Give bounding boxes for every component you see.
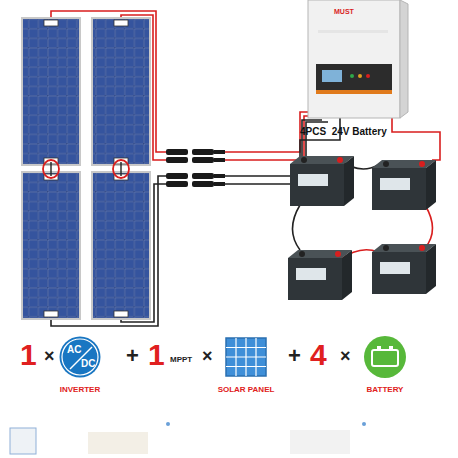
plus-sign: + bbox=[288, 345, 301, 367]
inverter bbox=[308, 0, 408, 118]
plus-sign: + bbox=[126, 345, 139, 367]
icon-text: DC bbox=[81, 359, 95, 369]
count-number: 1 bbox=[20, 340, 37, 370]
times-sign: × bbox=[202, 347, 213, 365]
battery-note: 4PCS 24V Battery bbox=[300, 127, 387, 137]
item-caption: INVERTER bbox=[60, 386, 100, 394]
item-caption: SOLAR PANEL bbox=[218, 386, 275, 394]
mppt-tag: MPPT bbox=[170, 356, 192, 364]
inverter-icon: ACDC bbox=[59, 336, 101, 378]
times-sign: × bbox=[44, 347, 55, 365]
mc4-connectors bbox=[166, 149, 225, 187]
item-caption: BATTERY bbox=[367, 386, 404, 394]
thumbnail-strip bbox=[10, 422, 366, 454]
icon-text: AC bbox=[67, 345, 81, 355]
icon-circle bbox=[59, 336, 101, 378]
count-number: 1 bbox=[148, 340, 165, 370]
count-number: 4 bbox=[310, 340, 327, 370]
brand-name: MUST bbox=[334, 8, 354, 15]
solar-panels bbox=[22, 18, 150, 319]
batteries bbox=[288, 156, 436, 300]
battery-icon bbox=[364, 336, 406, 378]
solar-panel-icon bbox=[226, 338, 266, 376]
times-sign: × bbox=[340, 347, 351, 365]
